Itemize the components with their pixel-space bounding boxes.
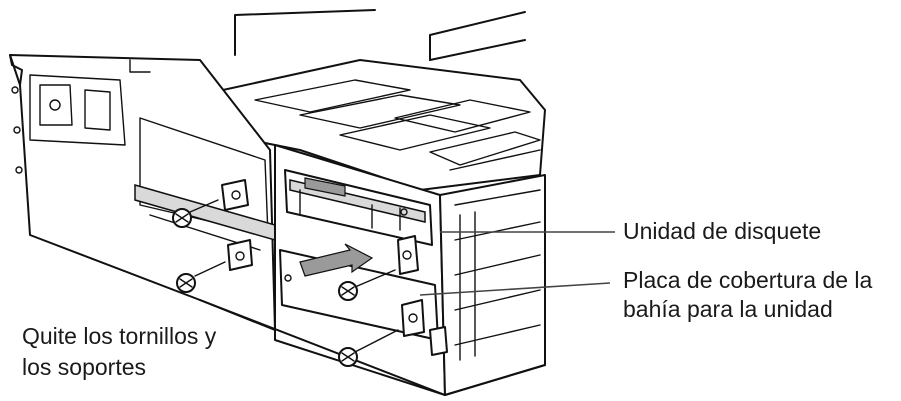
- label-floppy-drive: Unidad de disquete: [623, 218, 822, 244]
- bracket-lower-right: [401, 299, 425, 337]
- bracket-upper-left: [221, 179, 249, 211]
- label-remove-screws-line1: Quite los tornillos y: [22, 323, 217, 349]
- bracket-lower-left: [227, 239, 253, 271]
- bracket-upper-right: [397, 235, 419, 275]
- rear-panels: [234, 9, 526, 61]
- label-bay-cover-line2: bahía para la unidad: [623, 296, 833, 322]
- screw-bottom: [338, 329, 399, 367]
- label-bay-cover-line1: Placa de cobertura de la: [623, 267, 873, 293]
- removal-arrow: [299, 243, 374, 277]
- floppy-drive: [284, 169, 433, 246]
- screw-lower-left: [176, 261, 226, 293]
- screw-upper-left: [172, 199, 219, 228]
- callout-leaders: [419, 231, 615, 296]
- leader-bay-cover: [419, 282, 611, 296]
- bracket-far-right: [429, 326, 448, 356]
- label-remove-screws-line2: los soportes: [22, 354, 147, 380]
- screw-center: [338, 269, 396, 301]
